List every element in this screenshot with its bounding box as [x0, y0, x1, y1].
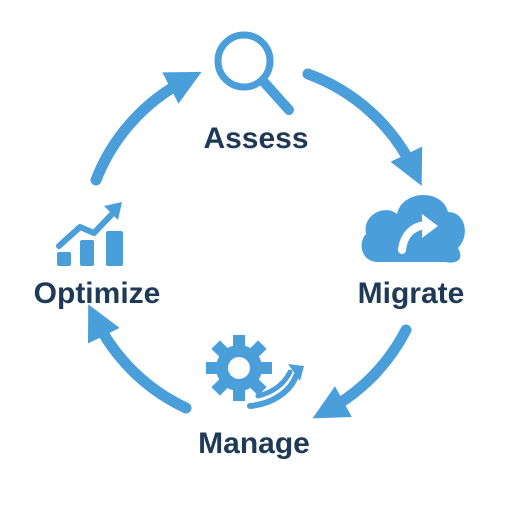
step-label-migrate: Migrate [357, 277, 465, 310]
cycle-arrow-manage-to-optimize [88, 304, 192, 414]
cloud-arrow-icon [361, 194, 465, 263]
cycle-arrow-migrate-to-manage [312, 324, 412, 419]
magnifier-icon [214, 31, 294, 115]
cycle-arrow-optimize-to-assess [90, 71, 202, 186]
gear-arrow-icon [206, 335, 304, 409]
step-label-optimize: Optimize [33, 277, 161, 310]
bar-chart-trend-icon [56, 202, 123, 266]
step-label-assess: Assess [203, 122, 309, 155]
step-label-manage: Manage [198, 427, 310, 460]
cycle-arrow-assess-to-migrate [302, 68, 423, 186]
